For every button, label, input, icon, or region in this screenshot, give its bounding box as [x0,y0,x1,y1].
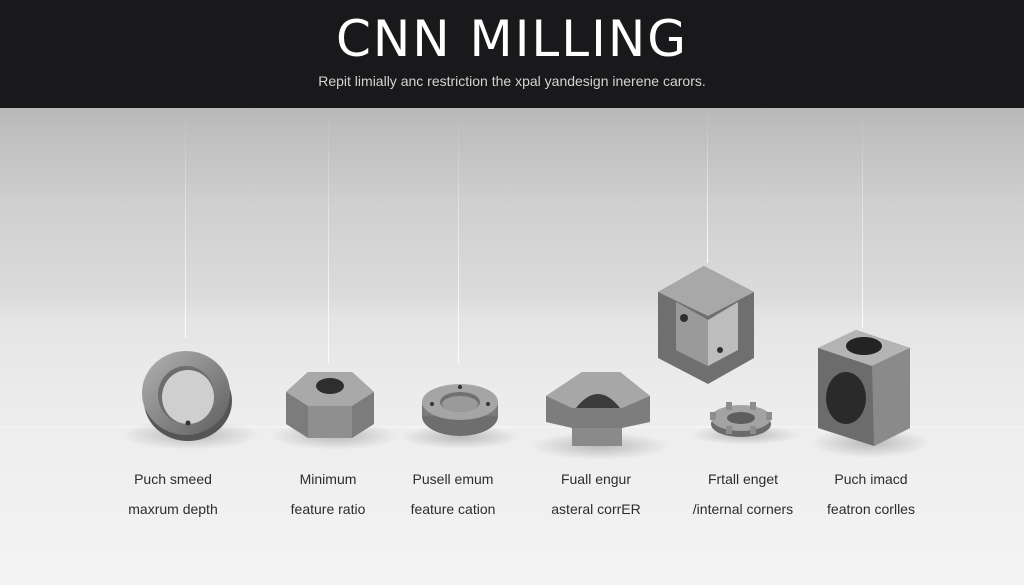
feature-label: Puch smeed maxrum depth [128,471,218,517]
gear-part-icon [710,402,772,437]
cube-bore-part-icon [818,330,910,446]
page-title: CNN MILLING [335,10,689,68]
feature-label: Minimum feature ratio [290,471,366,517]
bracket-part-icon [546,372,650,446]
page-subtitle: Repit limially anc restriction the xpal … [318,73,706,89]
flange-part-icon [422,384,498,436]
suspension-wire [328,108,329,363]
header-banner: CNN MILLING Repit limially anc restricti… [0,0,1024,108]
suspension-wire [458,108,459,363]
feature-label: Pusell emum feature cation [410,471,496,517]
feature-label: Puch imacd featron corlles [827,471,915,517]
feature-label: Fuall engur asteral corrER [551,471,641,517]
feature-label: Frtall enget /internal corners [692,471,794,517]
suspension-wire [185,108,186,338]
hex-frame-part-icon [658,266,754,384]
suspension-wire [707,108,708,263]
hex-block-part-icon [286,372,374,438]
horizon-line [0,426,1024,428]
suspension-wire [862,108,863,328]
ring-part-icon [142,351,232,441]
